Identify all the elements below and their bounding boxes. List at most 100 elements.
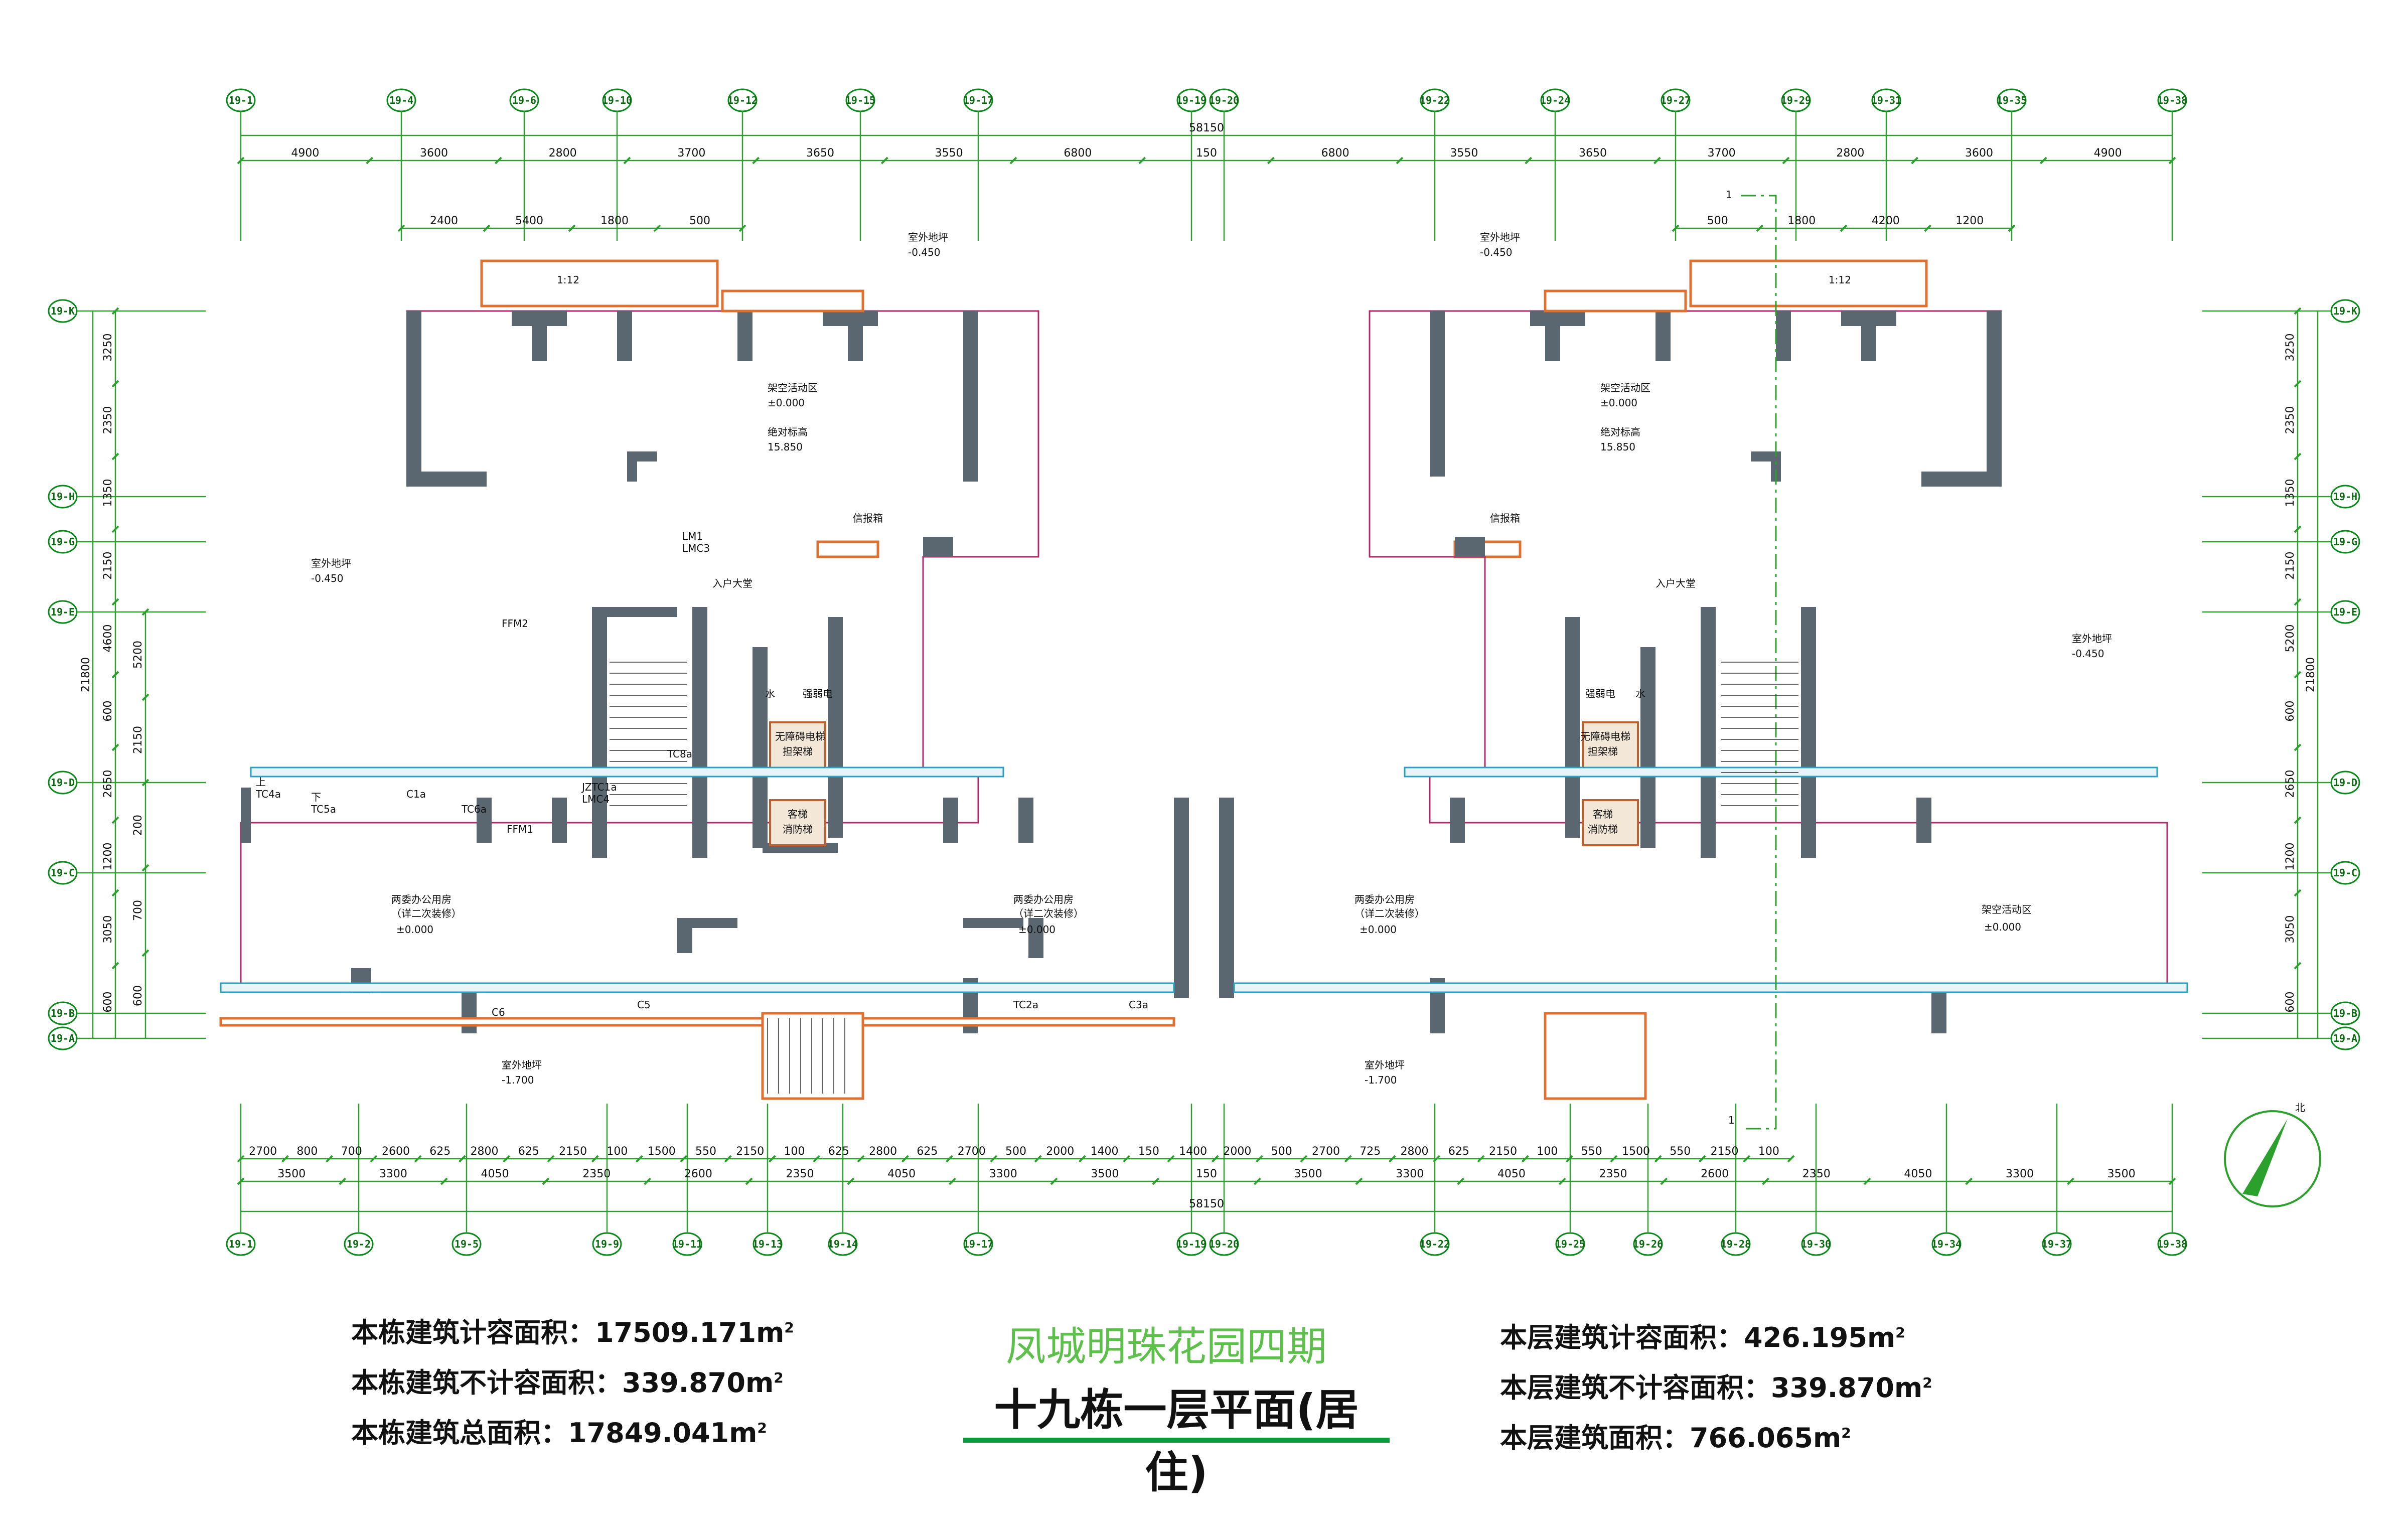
bottom-detail-dim-tick bbox=[901, 1155, 909, 1163]
top-row-dim-value: 3650 bbox=[806, 147, 834, 160]
top-detail-right-dim-tick bbox=[1672, 224, 1680, 232]
wall bbox=[1921, 472, 2002, 487]
office-left-level: ±0.000 bbox=[396, 924, 433, 936]
right-total-value: 21800 bbox=[2305, 657, 2317, 692]
right-vertical-dim-tick bbox=[2294, 962, 2302, 970]
top-detail-right-dim-value: 1800 bbox=[1787, 215, 1816, 227]
top-row-dim-value: 3600 bbox=[1965, 147, 1993, 160]
bottom-detail-dim-value: 100 bbox=[784, 1145, 805, 1158]
grid-top-19-12: 19-12 bbox=[727, 88, 758, 112]
wall bbox=[532, 321, 547, 361]
grid-top-19-6: 19-6 bbox=[509, 88, 539, 112]
grid-bubble-label: 19-C bbox=[2333, 867, 2357, 879]
barrier-free-elevator-label-r: 无障碍电梯 bbox=[1580, 730, 1630, 742]
bottom-detail-dim-value: 2150 bbox=[559, 1145, 587, 1158]
grid-right-19-A: 19-A bbox=[2330, 1026, 2360, 1050]
wall bbox=[1931, 988, 1946, 1033]
bottom-detail-dim-value: 800 bbox=[296, 1145, 318, 1158]
right-vertical-dim-value: 2150 bbox=[2284, 552, 2297, 580]
stair-wall bbox=[1801, 607, 1816, 858]
bottom-detail-dim-tick bbox=[414, 1155, 422, 1163]
bottom-row-dim-value: 3500 bbox=[1091, 1168, 1119, 1180]
grid-bubble-label: 19-4 bbox=[389, 94, 413, 106]
grid-top-19-10: 19-10 bbox=[602, 88, 632, 112]
mailbox-right: 信报箱 bbox=[1490, 512, 1520, 524]
wall bbox=[923, 537, 953, 557]
top-row-dim-tick bbox=[623, 157, 631, 165]
top-detail-left-dim-tick bbox=[568, 224, 576, 232]
bottom-detail-dim-tick bbox=[857, 1155, 865, 1163]
site-labels: 室外地坪 -0.450 室外地坪 -0.450 室外地坪 -0.450 室外地坪… bbox=[311, 189, 2305, 1126]
strong-elec-right: 强弱电 bbox=[1585, 688, 1615, 700]
outdoor-ground-value-w: -0.450 bbox=[311, 572, 343, 584]
grid-bubble-label: 19-G bbox=[51, 536, 75, 548]
grid-top-19-15: 19-15 bbox=[845, 88, 875, 112]
wall bbox=[1219, 798, 1234, 998]
core-wall bbox=[828, 617, 843, 838]
grid-bubble-label: 19-E bbox=[51, 606, 75, 618]
grid-top-19-17: 19-17 bbox=[963, 88, 993, 112]
grid-bottom-19-34: 19-34 bbox=[1931, 1232, 1962, 1256]
top-row-dim-tick bbox=[1525, 157, 1533, 165]
mailbox-right-hatch bbox=[816, 540, 879, 558]
section-mark-top: 1 bbox=[1726, 189, 1732, 201]
building-right bbox=[1219, 259, 2188, 1100]
stair-right bbox=[1721, 662, 1798, 806]
wall bbox=[677, 918, 737, 928]
bottom-row-dim-value: 3500 bbox=[1294, 1168, 1322, 1180]
top-row-dim-tick bbox=[2168, 157, 2176, 165]
section-mark-bottom: 1 bbox=[1728, 1114, 1735, 1126]
left-vertical-outer-dim-tick bbox=[141, 608, 149, 616]
right-vertical-dim-value: 1350 bbox=[2284, 479, 2297, 507]
grid-bubble-label: 19-19 bbox=[1176, 1238, 1207, 1250]
room-overhead-right: 架空活动区 bbox=[1600, 382, 1650, 394]
bottom-row-dim-value: 2350 bbox=[786, 1168, 814, 1180]
bottom-detail-dim-tick bbox=[1477, 1155, 1485, 1163]
grid-bottom-19-14: 19-14 bbox=[828, 1232, 858, 1256]
bottom-row-dim-tick bbox=[644, 1177, 651, 1185]
bottom-row-dim-tick bbox=[1152, 1177, 1160, 1185]
building-capacity-area: 本栋建筑计容面积：17509.171m2 bbox=[351, 1317, 794, 1348]
left-wing-outline bbox=[240, 310, 1039, 989]
wall bbox=[1028, 918, 1043, 958]
project-name: 凤城明珠花园四期 bbox=[1006, 1323, 1327, 1370]
grid-bubble-label: 19-19 bbox=[1176, 94, 1207, 106]
top-row-dim-value: 3650 bbox=[1579, 147, 1607, 160]
bottom-detail-dim-value: 1400 bbox=[1091, 1145, 1119, 1158]
left-vertical-dim-value: 1200 bbox=[102, 843, 114, 871]
north-circle bbox=[2224, 1110, 2321, 1207]
left-vertical-dim-tick bbox=[111, 380, 119, 388]
opening-label: LMC4 bbox=[582, 793, 610, 805]
top-detail-right-dim-tick bbox=[1924, 224, 1931, 232]
wall bbox=[1771, 451, 1781, 482]
ramp-right bbox=[1689, 259, 1928, 307]
top-detail-left-dim-value: 500 bbox=[689, 215, 710, 227]
bottom-row-dim-tick bbox=[2168, 1177, 2176, 1185]
left-vertical-outer-dim-value: 5200 bbox=[132, 641, 144, 669]
bottom-row-dim-tick bbox=[949, 1177, 956, 1185]
grid-right-19-H: 19-H bbox=[2330, 485, 2360, 509]
wall bbox=[963, 472, 978, 482]
opening-label: TC2a bbox=[1013, 999, 1038, 1011]
left-vertical-dim-value: 600 bbox=[102, 701, 114, 722]
top-row-dim-tick bbox=[1267, 157, 1275, 165]
bottom-detail-dim-value: 2000 bbox=[1046, 1145, 1074, 1158]
opening-label: TC5a bbox=[311, 803, 336, 815]
bottom-detail-dim-tick bbox=[370, 1155, 378, 1163]
right-vertical-dim-value: 1200 bbox=[2284, 843, 2297, 871]
grid-bubble-label: 19-1 bbox=[229, 94, 253, 106]
bottom-detail-dim-value: 625 bbox=[917, 1145, 938, 1158]
grid-bubble-label: 19-13 bbox=[753, 1238, 783, 1250]
bottom-row-dim-value: 3300 bbox=[2006, 1168, 2034, 1180]
bottom-detail-dim-value: 625 bbox=[518, 1145, 539, 1158]
bottom-detail-dim-tick bbox=[680, 1155, 688, 1163]
bottom-row-dim-value: 4050 bbox=[1497, 1168, 1526, 1180]
bottom-detail-dim-value: 150 bbox=[1138, 1145, 1159, 1158]
bottom-row-dim-tick bbox=[1253, 1177, 1261, 1185]
outdoor-lower-value: -1.700 bbox=[502, 1074, 534, 1086]
grid-bubble-label: 19-E bbox=[2333, 606, 2357, 618]
opening-label: 上 bbox=[256, 776, 266, 788]
right-vertical-dim-tick bbox=[2294, 452, 2302, 460]
outdoor-lower-label-r: 室外地坪 bbox=[1365, 1059, 1405, 1071]
